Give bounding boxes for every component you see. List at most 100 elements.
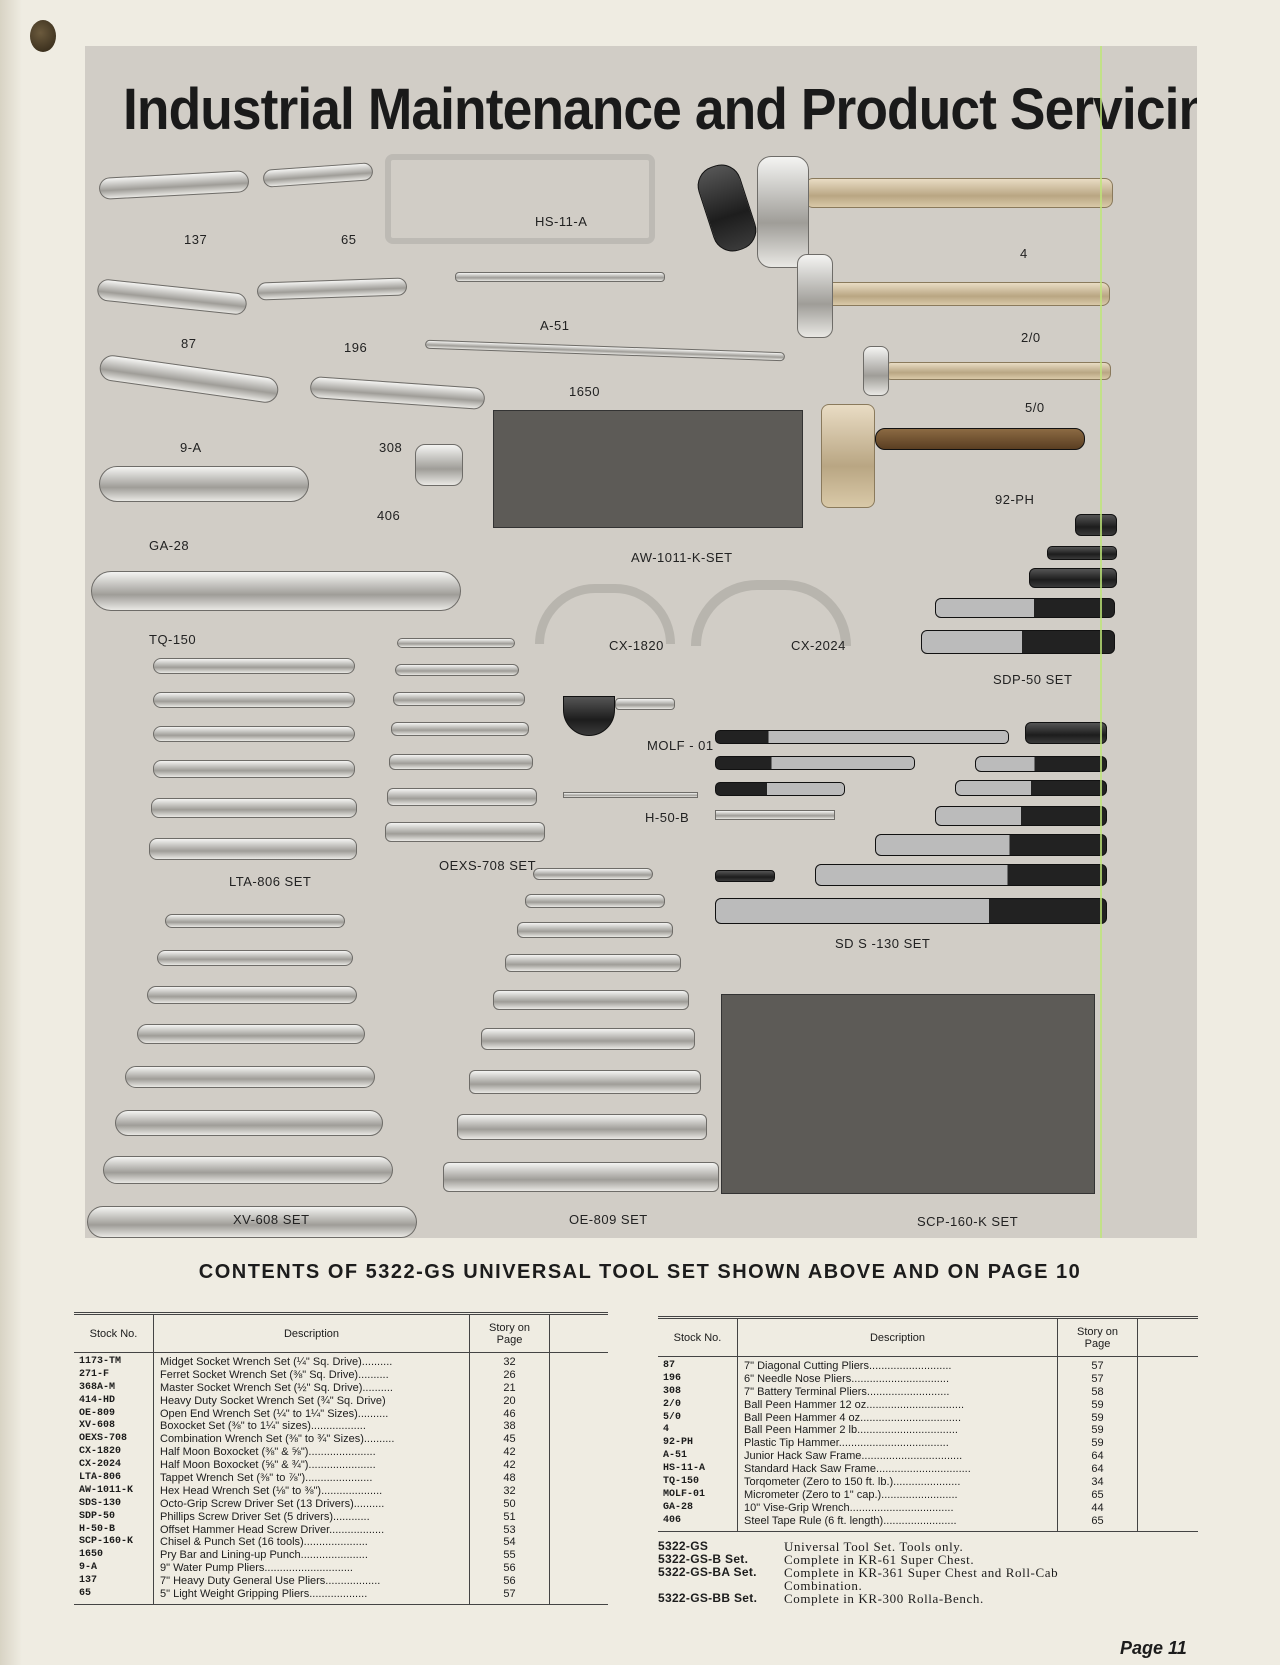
table-cell-desc: Ferret Socket Wrench Set (⅜" Sq. Drive).… xyxy=(160,1368,389,1381)
binder-hole xyxy=(30,20,56,52)
table-cell-desc: Phillips Screw Driver Set (5 drivers)...… xyxy=(160,1510,370,1523)
table-cell-desc: Chisel & Punch Set (16 tools)...........… xyxy=(160,1536,368,1549)
table-cell-desc: 10" Vise-Grip Wrench....................… xyxy=(744,1501,954,1514)
table-cell-page: 54 xyxy=(503,1536,516,1549)
header-blank xyxy=(550,1315,608,1352)
table-cell-page: 65 xyxy=(1091,1514,1104,1527)
table-cell-desc: Tappet Wrench Set (⅜" to ⅞")............… xyxy=(160,1472,373,1485)
oe809-wrench-8-image xyxy=(457,1114,707,1140)
sds130-driver-1-image xyxy=(715,730,1009,744)
table-cell-stock: SDP-50 xyxy=(79,1510,116,1522)
hacksaw-frame-image xyxy=(385,154,655,244)
left-contents-table: Stock No. Description Story on Page 1173… xyxy=(74,1312,608,1605)
table-cell-desc: Steel Tape Rule (6 ft. length)..........… xyxy=(744,1514,957,1527)
page-number: Page 11 xyxy=(1120,1638,1187,1658)
set-line: Combination. xyxy=(658,1579,1058,1592)
table-cell-page: 57 xyxy=(1091,1360,1104,1372)
set-description: Complete in KR-61 Super Chest. xyxy=(784,1552,975,1567)
table-cell-stock: 87 xyxy=(663,1360,676,1371)
set-line: 5322-GS-BA Set.Complete in KR-361 Super … xyxy=(658,1565,1058,1580)
table-cell-stock: H-50-B xyxy=(79,1523,116,1535)
set-description: Combination. xyxy=(784,1578,863,1593)
left-description-column: Midget Socket Wrench Set (¼" Sq. Drive).… xyxy=(154,1353,470,1604)
label-tq-150: TQ-150 xyxy=(149,632,197,647)
right-description-column: 7" Diagonal Cutting Pliers..............… xyxy=(738,1357,1058,1531)
oexs708-wrench-6-image xyxy=(387,788,537,806)
table-cell-desc: 5" Light Weight Gripping Pliers.........… xyxy=(160,1588,368,1601)
table-cell-stock: SCP-160-K xyxy=(79,1536,134,1548)
xv608-wrench-6-image xyxy=(115,1110,383,1136)
set-code: 5322-GS xyxy=(658,1539,709,1553)
table-cell-desc: Ball Peen Hammer 12 oz..................… xyxy=(744,1398,965,1411)
sdp50-driver-3-image xyxy=(1029,568,1117,588)
table-cell-desc: Hex Head Wrench Set (⅛" to ⅜")..........… xyxy=(160,1484,383,1497)
right-table-header: Stock No. Description Story on Page xyxy=(658,1319,1198,1357)
pliers-65-image xyxy=(262,162,374,188)
table-cell-stock: OEXS-708 xyxy=(79,1433,128,1445)
table-cell-page: 26 xyxy=(503,1368,516,1381)
label-1650: 1650 xyxy=(569,384,600,399)
label-65: 65 xyxy=(341,232,357,247)
table-cell-page: 46 xyxy=(503,1407,516,1420)
table-cell-stock: 368A-M xyxy=(79,1381,116,1393)
table-cell-desc: Junior Hack Saw Frame...................… xyxy=(744,1450,963,1463)
table-cell-desc: 7" Battery Terminal Pliers..............… xyxy=(744,1385,950,1398)
hammer-92ph-handle-image xyxy=(875,428,1085,450)
table-cell-page: 65 xyxy=(1091,1488,1104,1501)
oe809-wrench-1-image xyxy=(533,868,653,880)
table-cell-page: 59 xyxy=(1091,1411,1104,1424)
oe809-wrench-5-image xyxy=(493,990,689,1010)
xv608-wrench-3-image xyxy=(147,986,357,1004)
micrometer-barrel-image xyxy=(615,698,675,710)
sds130-driver-6-image xyxy=(955,780,1107,796)
oexs708-wrench-2-image xyxy=(395,664,519,676)
xv608-wrench-8-image xyxy=(87,1206,417,1238)
lta806-wrench-6-image xyxy=(149,838,357,860)
table-cell-desc: Combination Wrench Set (⅜" to ¾" Sizes).… xyxy=(160,1433,395,1446)
label-oe-809-set: OE-809 SET xyxy=(569,1212,648,1227)
label-92-ph: 92-PH xyxy=(995,492,1035,507)
set-description: Universal Tool Set. Tools only. xyxy=(784,1539,964,1554)
sds130-driver-3-image xyxy=(715,782,845,796)
table-cell-desc: Half Moon Boxocket (⅝" & ¾")............… xyxy=(160,1459,376,1472)
oe809-wrench-9-image xyxy=(443,1162,719,1192)
header-description: Description xyxy=(154,1315,470,1352)
vise-grip-image xyxy=(99,466,309,502)
table-cell-stock: AW-1011-K xyxy=(79,1484,134,1496)
label-196: 196 xyxy=(344,340,368,355)
sds130-driver-4-image xyxy=(1025,722,1107,744)
label-cx-2024: CX-2024 xyxy=(791,638,846,653)
table-cell-desc: Micrometer (Zero to 1" cap.)............… xyxy=(744,1488,958,1501)
table-cell-stock: A-51 xyxy=(663,1450,688,1462)
table-cell-stock: GA-28 xyxy=(663,1501,694,1513)
label-sds-130-set: SD S -130 SET xyxy=(835,936,931,951)
hacksaw-handle-image xyxy=(692,159,762,257)
table-cell-stock: XV-608 xyxy=(79,1420,116,1432)
header-story-on-page: Story on Page xyxy=(1058,1319,1138,1356)
table-cell-stock: 5/0 xyxy=(663,1411,682,1423)
table-cell-page: 59 xyxy=(1091,1424,1104,1437)
table-cell-desc: Ball Peen Hammer 2 lb...................… xyxy=(744,1424,958,1437)
sdp50-driver-2-image xyxy=(1047,546,1117,560)
left-table-header: Stock No. Description Story on Page xyxy=(74,1315,608,1353)
header-stock-no: Stock No. xyxy=(74,1315,154,1352)
table-cell-stock: 137 xyxy=(79,1575,98,1587)
offset-screwdriver-image xyxy=(563,792,698,798)
page-title: Industrial Maintenance and Product Servi… xyxy=(123,77,1197,142)
sds130-driver-12-image xyxy=(715,870,775,882)
table-cell-desc: Pry Bar and Lining-up Punch.............… xyxy=(160,1549,368,1562)
label-2-0: 2/0 xyxy=(1021,330,1041,345)
torqometer-image xyxy=(91,571,461,611)
sds130-driver-11-image xyxy=(715,810,835,820)
table-cell-desc: Torqometer (Zero to 150 ft. lb.)........… xyxy=(744,1476,961,1489)
xv608-wrench-4-image xyxy=(137,1024,365,1044)
table-cell-page: 59 xyxy=(1091,1398,1104,1411)
set-code: 5322-GS-BA Set. xyxy=(658,1565,757,1579)
table-cell-stock: 271-F xyxy=(79,1368,110,1380)
table-cell-page: 20 xyxy=(503,1394,516,1407)
table-cell-desc: 9" Water Pump Pliers....................… xyxy=(160,1562,353,1575)
table-cell-page: 56 xyxy=(503,1575,516,1588)
